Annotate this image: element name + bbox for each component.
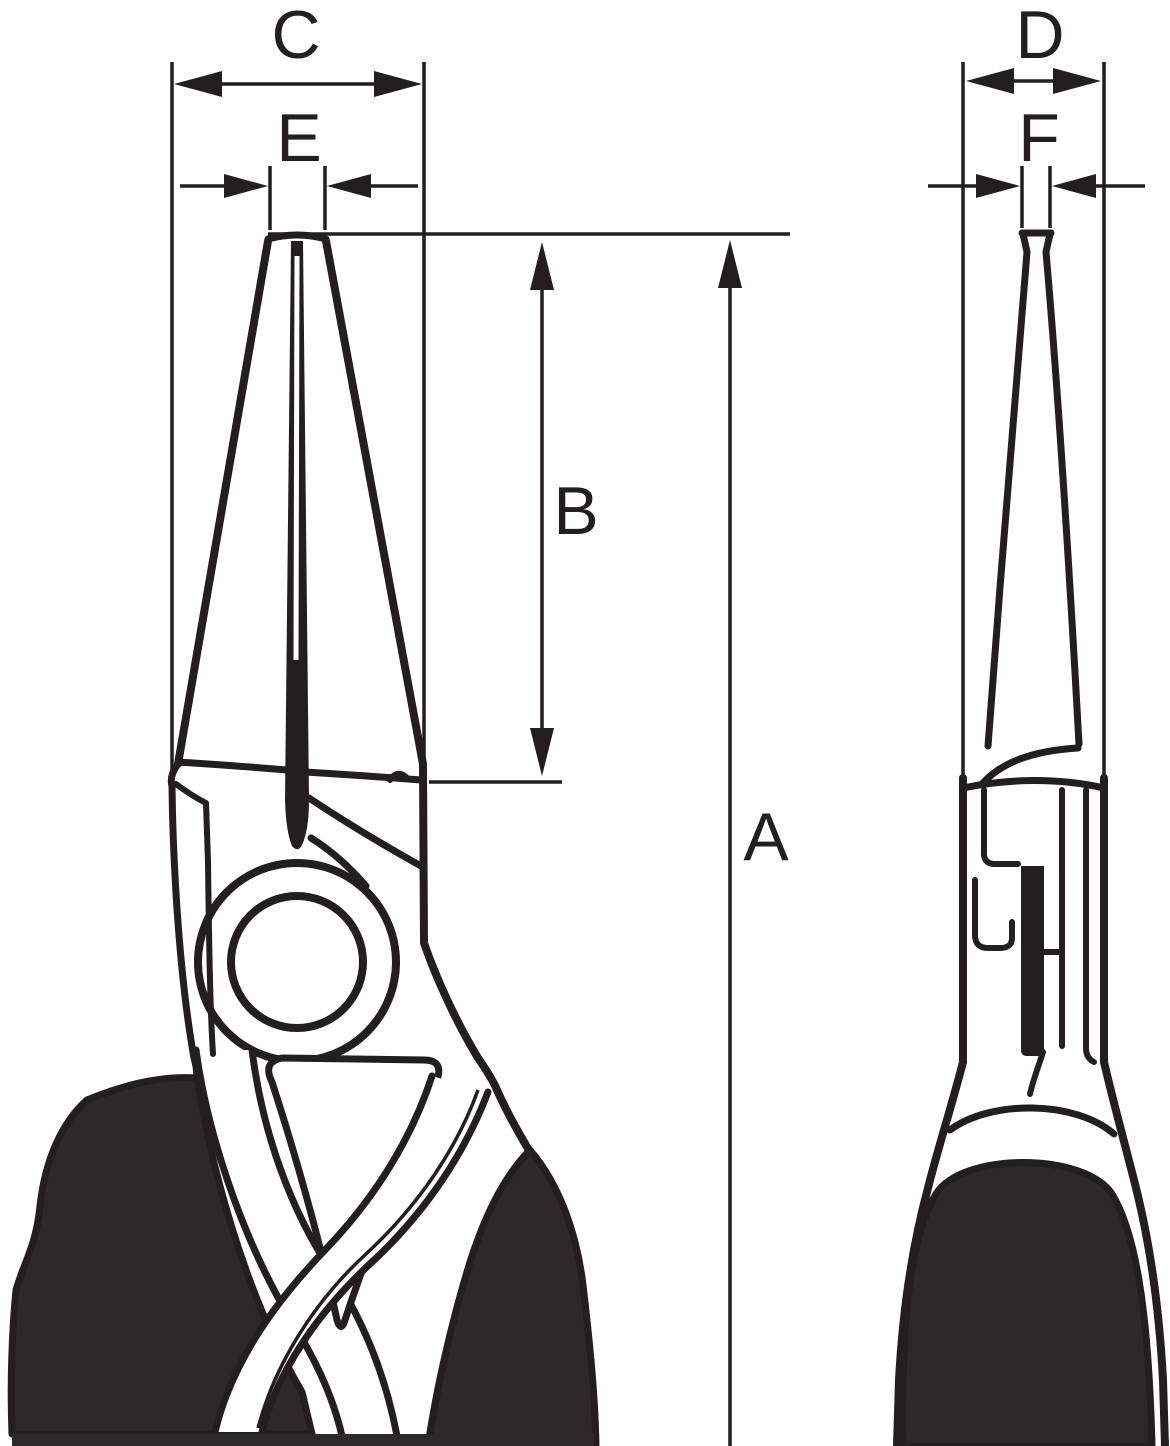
side-view [893,229,1169,1446]
side-grip-dome [899,1159,1156,1446]
dim-a-label: A [743,799,789,875]
plate-left-outer-edge [167,760,201,1084]
jaw-overlap-line-upper [305,794,425,870]
jaw-base-line-left [174,758,291,774]
front-view [7,231,600,1446]
dim-f-arrow-right [1052,174,1096,198]
dim-d-arrow-left [966,68,1014,94]
side-flare-right-edge [1100,1058,1169,1446]
jaw-left-outer-edge [174,237,272,768]
side-jaw-base-line-upper [978,744,1082,788]
jaw-base-ear [387,770,411,783]
side-jaw-left-edge [984,230,1031,750]
side-joint-internals [972,787,1097,1097]
front-joint-plate [167,760,534,1156]
dim-b-arrow-top [530,242,554,290]
side-inner-line-right2 [1083,787,1097,1065]
dim-f-arrow-left [976,174,1020,198]
dim-e-label: E [276,100,321,176]
front-jaws [174,231,427,890]
dim-b-arrow-bottom [530,728,554,776]
dim-e-arrow-right [327,174,371,198]
right-grip [424,1146,600,1446]
right-handle-bar [211,1072,492,1436]
right-handle-right-edge [258,1088,492,1436]
jaw-slot-gap [293,255,300,661]
dim-d-label: D [1015,0,1064,73]
side-jaw [959,229,1108,792]
dim-d: D [961,0,1106,778]
dim-a-arrow-top [718,240,742,288]
side-grip-collar-line [946,1104,1118,1138]
dim-e: E [180,100,418,230]
side-jaw-right-edge [1042,230,1083,748]
jaw-overlap-line-lower [307,834,370,890]
side-jaw-base-line-lower [959,777,1108,792]
pivot-hole [227,892,367,1032]
left-handle-fill [196,1050,397,1436]
bottom-cut-band [12,1434,594,1446]
side-inner-step [972,877,1015,951]
dim-f: F [928,100,1145,228]
right-handle-fill [215,1076,488,1432]
dim-b-label: B [553,473,598,549]
dim-e-arrow-left [224,174,268,198]
dim-b: B [429,242,599,784]
dim-c-arrow-right [374,71,422,97]
dimensions: C E B A [170,0,1145,1446]
plate-right-edge [419,762,534,1156]
dim-d-arrow-right [1053,68,1101,94]
side-inner-channel-left [981,787,1021,867]
right-handle-left-edge [211,1072,436,1436]
jaw-right-outer-edge [322,237,427,768]
left-handle-left-edge [192,1046,346,1440]
dim-a: A [718,240,789,1446]
dim-c-label: C [271,0,320,73]
side-lock-bar [1021,866,1044,1056]
dim-c-arrow-left [174,71,222,97]
plate-left-inner-line [173,781,216,1057]
right-handle-inner-line [256,1089,480,1429]
dim-c: C [170,0,426,778]
dim-f-label: F [1018,100,1060,176]
side-handle [893,1058,1169,1446]
side-bar-bottom-hook [1027,1049,1046,1097]
